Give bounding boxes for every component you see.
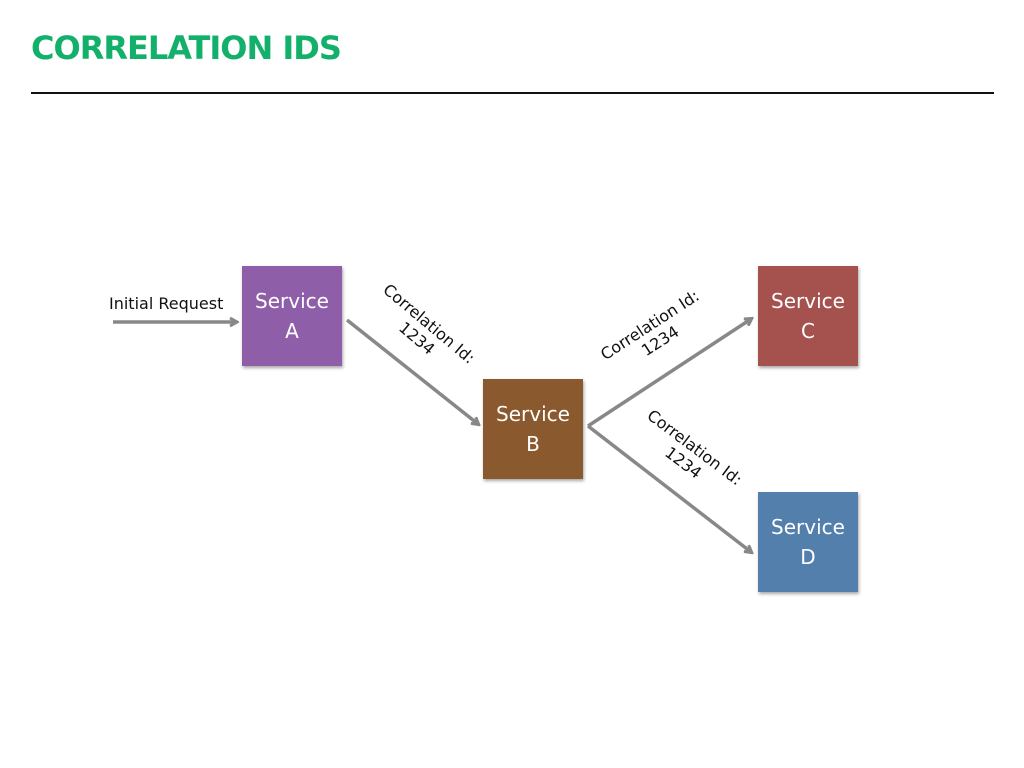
arrow-b-to-d xyxy=(586,424,751,552)
service-b-node: Service B xyxy=(483,379,583,479)
service-c-node: Service C xyxy=(758,266,858,366)
arrow-b-to-c xyxy=(587,319,751,428)
title-divider xyxy=(31,92,994,94)
service-b-label: Service xyxy=(496,402,570,426)
service-d-label: Service xyxy=(771,515,845,539)
service-a-label: Service xyxy=(255,289,329,313)
arrow-a-to-b xyxy=(345,318,478,424)
service-c-letter: C xyxy=(801,319,815,343)
initial-request-label: Initial Request xyxy=(109,294,224,313)
service-a-letter: A xyxy=(285,319,299,343)
service-a-node: Service A xyxy=(242,266,342,366)
page-title: CORRELATION IDS xyxy=(31,29,342,67)
service-d-node: Service D xyxy=(758,492,858,592)
service-d-letter: D xyxy=(800,545,816,569)
service-b-letter: B xyxy=(526,432,540,456)
service-c-label: Service xyxy=(771,289,845,313)
